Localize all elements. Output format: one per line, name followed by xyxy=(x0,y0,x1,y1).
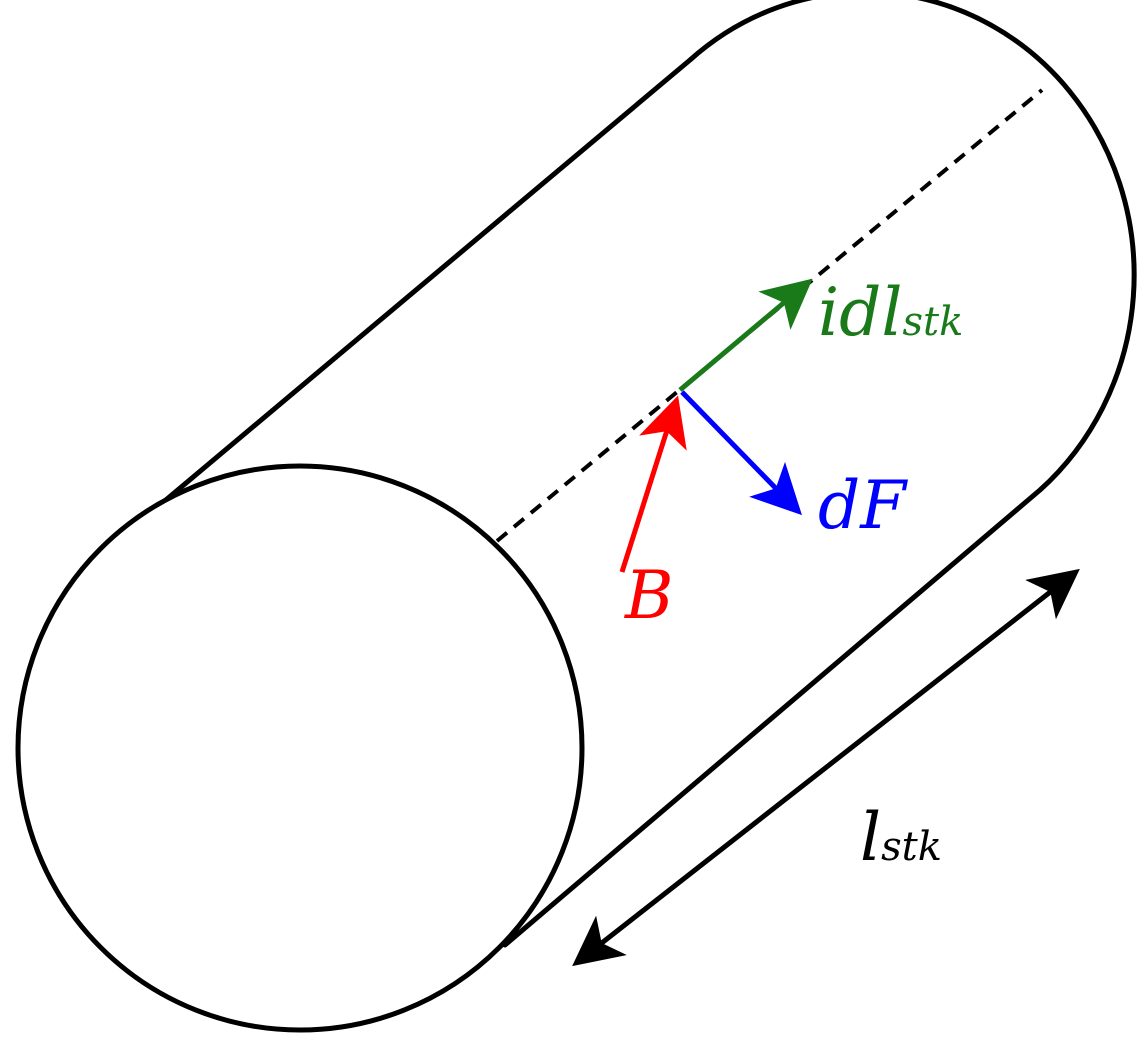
length-dimension-arrow xyxy=(572,568,1080,967)
force-label: dF xyxy=(818,467,908,544)
current-arrow xyxy=(678,278,813,392)
field-arrow xyxy=(619,395,687,573)
field-label: B xyxy=(624,557,674,634)
force-arrow xyxy=(680,390,802,516)
cylinder-body-outline xyxy=(139,0,1137,948)
length-label: lstk xyxy=(860,799,942,876)
cylinder-near-cap xyxy=(15,463,585,1033)
current-label: idlstk xyxy=(818,274,963,351)
